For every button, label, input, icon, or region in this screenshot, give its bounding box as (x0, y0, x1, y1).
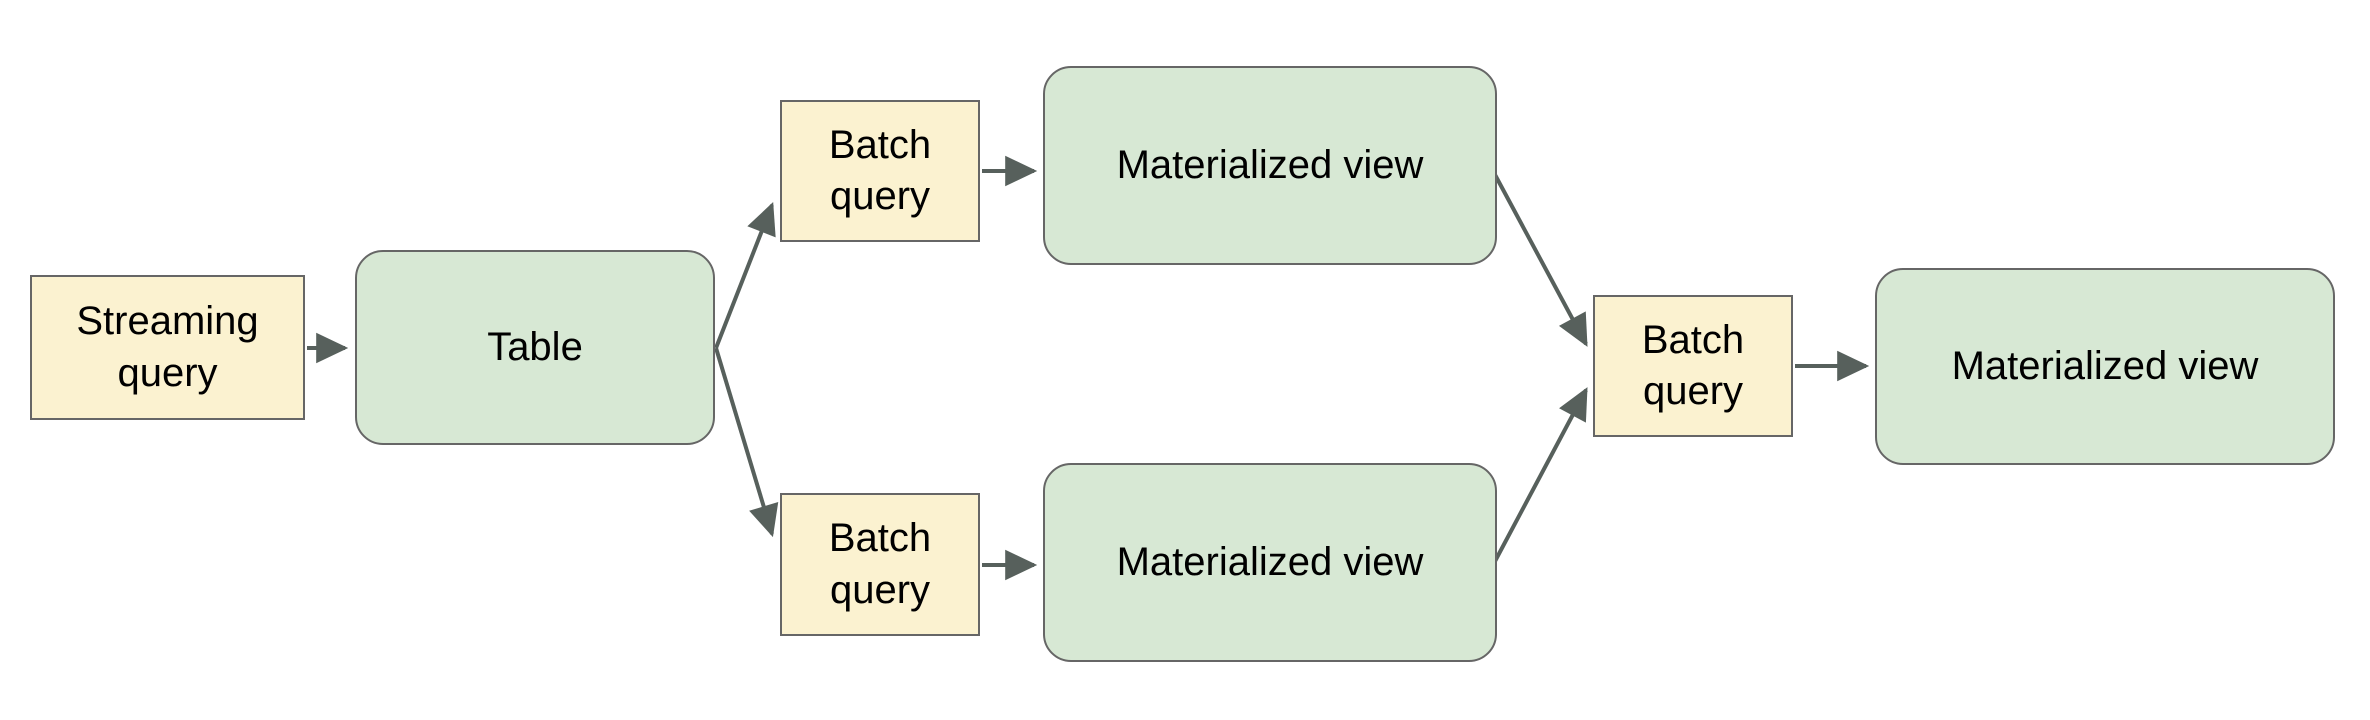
node-label-materialized-view-top: Materialized view (1116, 142, 1424, 187)
node-batch-query-top[interactable]: Batch query (780, 100, 980, 242)
node-table[interactable]: Table (355, 250, 715, 445)
edge-table-to-batch-top (714, 202, 776, 349)
node-label-batch-query-right: Batch query (1641, 317, 1745, 413)
node-materialized-view-right[interactable]: Materialized view (1875, 268, 2335, 465)
node-label-batch-query-top: Batch query (828, 122, 932, 218)
node-label-materialized-view-bottom: Materialized view (1116, 539, 1424, 584)
node-batch-query-right[interactable]: Batch query (1593, 295, 1793, 437)
node-label-batch-query-bottom: Batch query (828, 516, 932, 612)
node-materialized-view-bottom[interactable]: Materialized view (1043, 463, 1497, 662)
node-label-table: Table (487, 324, 583, 369)
edge-mv-top-to-batch-right (1491, 170, 1588, 347)
edge-table-to-batch-bottom (714, 347, 779, 538)
node-batch-query-bottom[interactable]: Batch query (780, 493, 980, 636)
edge-mv-bottom-to-batch-right (1491, 387, 1588, 566)
node-label-streaming-query: Streaming query (76, 299, 259, 395)
node-streaming-query[interactable]: Streaming query (30, 275, 305, 420)
node-materialized-view-top[interactable]: Materialized view (1043, 66, 1497, 265)
node-label-materialized-view-right: Materialized view (1951, 343, 2259, 388)
